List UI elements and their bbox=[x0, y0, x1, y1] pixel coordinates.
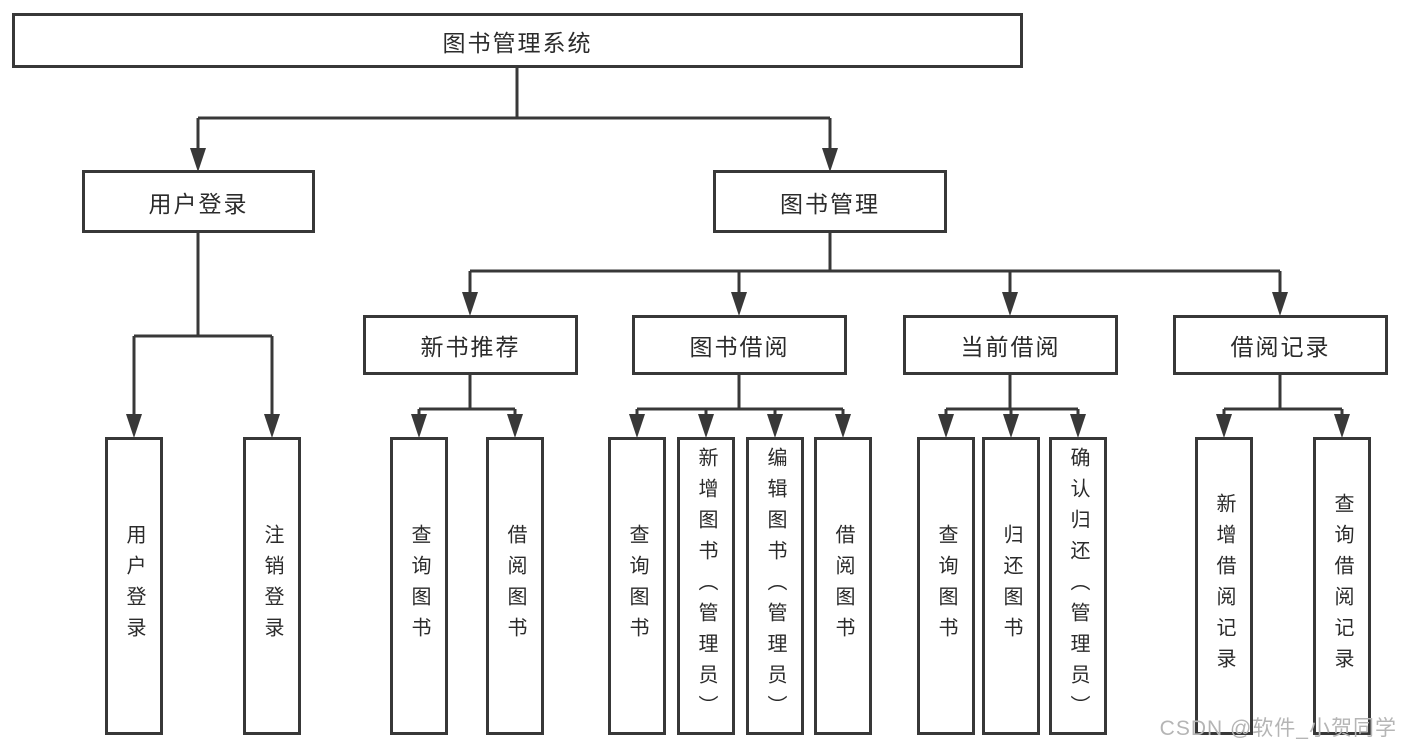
node-root-label: 图书管理系统 bbox=[442, 29, 593, 56]
node-leaf-borrow-books-borrowing: 借阅图书 bbox=[814, 437, 872, 735]
node-borrowing-records: 借阅记录 bbox=[1173, 315, 1388, 375]
node-leaf-query-books-borrowing: 查询图书 bbox=[608, 437, 666, 735]
node-leaf-query-books-current: 查询图书 bbox=[917, 437, 975, 735]
node-leaf-label: 查询图书 bbox=[935, 524, 957, 648]
node-book-management: 图书管理 bbox=[713, 170, 947, 233]
node-leaf-label: 借阅图书 bbox=[832, 524, 854, 648]
node-new-book-recommendation: 新书推荐 bbox=[363, 315, 578, 375]
node-leaf-label: 确认归还（管理员） bbox=[1067, 446, 1089, 726]
node-leaf-label: 归还图书 bbox=[1000, 524, 1022, 648]
node-leaf-query-books-recommend: 查询图书 bbox=[390, 437, 448, 735]
node-leaf-return-books: 归还图书 bbox=[982, 437, 1040, 735]
node-leaf-label: 新增图书（管理员） bbox=[695, 446, 717, 726]
node-borrowing-records-label: 借阅记录 bbox=[1230, 334, 1331, 360]
node-leaf-label: 查询图书 bbox=[408, 524, 430, 648]
node-leaf-label: 新增借阅记录 bbox=[1213, 493, 1235, 679]
node-user-login: 用户登录 bbox=[82, 170, 315, 233]
node-leaf-label: 编辑图书（管理员） bbox=[764, 446, 786, 726]
node-leaf-label: 查询图书 bbox=[626, 524, 648, 648]
node-leaf-label: 借阅图书 bbox=[504, 524, 526, 648]
node-leaf-user-login: 用户登录 bbox=[105, 437, 163, 735]
node-leaf-borrow-books-recommend: 借阅图书 bbox=[486, 437, 544, 735]
node-current-borrowing-label: 当前借阅 bbox=[960, 334, 1061, 360]
node-book-borrowing: 图书借阅 bbox=[632, 315, 847, 375]
node-leaf-add-book-admin: 新增图书（管理员） bbox=[677, 437, 735, 735]
node-leaf-logout: 注销登录 bbox=[243, 437, 301, 735]
node-leaf-label: 用户登录 bbox=[123, 524, 145, 648]
watermark: CSDN @软件_小贺同学 bbox=[1159, 717, 1397, 740]
node-leaf-confirm-return-admin: 确认归还（管理员） bbox=[1049, 437, 1107, 735]
node-leaf-label: 查询借阅记录 bbox=[1331, 493, 1353, 679]
node-leaf-add-borrow-record: 新增借阅记录 bbox=[1195, 437, 1253, 735]
arrowhead-icon bbox=[126, 148, 1350, 438]
node-book-management-label: 图书管理 bbox=[780, 190, 880, 217]
node-book-borrowing-label: 图书借阅 bbox=[689, 334, 790, 360]
node-user-login-label: 用户登录 bbox=[148, 190, 249, 217]
node-new-book-recommendation-label: 新书推荐 bbox=[420, 334, 521, 360]
node-leaf-label: 注销登录 bbox=[261, 524, 283, 648]
node-leaf-query-borrow-record: 查询借阅记录 bbox=[1313, 437, 1371, 735]
node-root: 图书管理系统 bbox=[12, 13, 1023, 68]
node-leaf-edit-book-admin: 编辑图书（管理员） bbox=[746, 437, 804, 735]
node-current-borrowing: 当前借阅 bbox=[903, 315, 1118, 375]
